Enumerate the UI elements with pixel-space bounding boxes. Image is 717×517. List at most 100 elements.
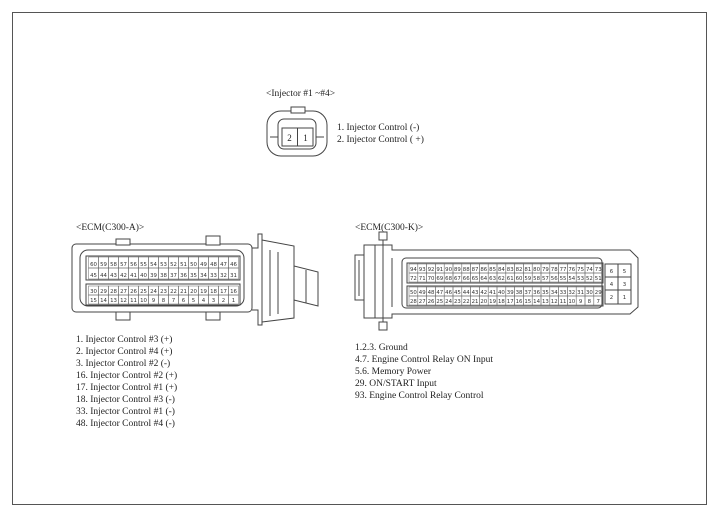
ecm-k-pin-number: 11 [560, 299, 567, 305]
ecm-a-pin-number: 33 [210, 273, 217, 279]
ecm-a-pin-number: 51 [180, 262, 187, 268]
ecm-k-pin-number: 21 [472, 299, 479, 305]
ecm-k-pin-number: 75 [577, 267, 584, 273]
ecm-k-pin-number: 41 [489, 290, 496, 296]
ecm-k-pin-number: 55 [560, 276, 567, 282]
ecm-k-pin-number: 74 [586, 267, 593, 273]
ecm-k-pin-number: 43 [472, 290, 479, 296]
ecm-a-pin-desc-3: 3. Injector Control #2 (-) [76, 359, 171, 369]
ecm-a-pin-number: 14 [100, 298, 107, 304]
ecm-k-pin-number: 9 [579, 299, 583, 305]
ecm-k-pin-number: 54 [568, 276, 575, 282]
ecm-a-pin-number: 20 [190, 289, 197, 295]
ecm-k-pin-number: 47 [436, 290, 443, 296]
ecm-k-pin-number: 24 [445, 299, 452, 305]
ecm-k-pin-number: 82 [516, 267, 523, 273]
ecm-a-lower-pin-field [85, 283, 241, 306]
ecm-k-pin-number: 19 [489, 299, 496, 305]
ecm-a-pin-number: 26 [130, 289, 137, 295]
ecm-a-pin-number: 8 [162, 298, 166, 304]
ecm-a-pin-desc-6: 18. Injector Control #3 (-) [76, 395, 175, 405]
ecm-k-pin-number: 16 [516, 299, 523, 305]
ecm-a-pin-number: 22 [170, 289, 177, 295]
ecm-k-pin-number: 20 [480, 299, 487, 305]
ecm-a-pin-number: 54 [150, 262, 157, 268]
ecm-k-side-pin-number: 6 [610, 269, 614, 275]
ecm-a-pin-number: 42 [120, 273, 127, 279]
ecm-a-pin-number: 1 [232, 298, 235, 304]
ecm-k-pin-number: 79 [542, 267, 549, 273]
ecm-k-pin-desc-5: 93. Engine Control Relay Control [355, 391, 484, 401]
ecm-k-pin-number: 62 [498, 276, 505, 282]
ecm-k-pin-number: 27 [419, 299, 426, 305]
ecm-a-pin-number: 49 [200, 262, 207, 268]
ecm-a-pin-number: 47 [220, 262, 227, 268]
ecm-k-pin-number: 52 [586, 276, 593, 282]
ecm-k-pin-number: 58 [533, 276, 540, 282]
ecm-a-connector-title: <ECM(C300-A)> [76, 223, 145, 233]
ecm-a-pin-number: 35 [190, 273, 197, 279]
ecm-k-pin-number: 34 [551, 290, 558, 296]
ecm-a-pin-number: 46 [230, 262, 237, 268]
ecm-a-pin-number: 4 [202, 298, 206, 304]
ecm-a-pin-desc-8: 48. Injector Control #4 (-) [76, 419, 175, 429]
ecm-k-pin-number: 40 [498, 290, 505, 296]
ecm-a-pin-number: 3 [212, 298, 215, 304]
ecm-k-pin-cell [593, 272, 603, 283]
ecm-k-pin-number: 12 [551, 299, 558, 305]
ecm-k-pin-number: 29 [595, 290, 602, 296]
ecm-k-pin-number: 23 [454, 299, 461, 305]
ecm-k-pin-number: 32 [568, 290, 575, 296]
ecm-k-pin-number: 17 [507, 299, 514, 305]
ecm-a-pin-number: 23 [160, 289, 167, 295]
ecm-k-pin-number: 36 [533, 290, 540, 296]
ecm-k-pin-number: 81 [524, 267, 531, 273]
ecm-k-pin-number: 87 [472, 267, 479, 273]
ecm-k-pin-number: 7 [596, 299, 599, 305]
ecm-a-pin-number: 39 [150, 273, 157, 279]
injector-lock-tab [290, 106, 306, 114]
ecm-k-connector-title: <ECM(C300-K)> [355, 223, 424, 233]
ecm-a-pin-number: 12 [120, 298, 127, 304]
ecm-k-pin-number: 8 [588, 299, 592, 305]
ecm-k-pin-desc-2: 4.7. Engine Control Relay ON Input [355, 355, 493, 365]
ecm-k-pin-number: 69 [436, 276, 443, 282]
ecm-a-pin-number: 50 [190, 262, 197, 268]
ecm-k-pin-number: 15 [524, 299, 531, 305]
ecm-a-pin-number: 15 [90, 298, 97, 304]
ecm-k-pin-number: 45 [454, 290, 461, 296]
ecm-a-housing [71, 243, 253, 313]
injector-pin-desc-2: 2. Injector Control ( +) [337, 135, 424, 145]
ecm-a-upper-pin-field [85, 255, 241, 281]
ecm-k-pin-number: 26 [428, 299, 435, 305]
ecm-k-pin-number: 53 [577, 276, 584, 282]
ecm-a-pin-number: 21 [180, 289, 187, 295]
ecm-k-side-pin-number: 5 [623, 269, 626, 275]
ecm-a-pin-number: 9 [152, 298, 156, 304]
injector-pin-2-label: 2 [287, 133, 292, 143]
ecm-a-pin-number: 11 [130, 298, 137, 304]
ecm-k-pin-number: 60 [516, 276, 523, 282]
page-frame [12, 12, 707, 505]
ecm-a-pin-number: 30 [90, 289, 97, 295]
ecm-k-pin-number: 42 [480, 290, 487, 296]
ecm-k-pin-number: 76 [568, 267, 575, 273]
injector-connector-drawing: 2 1 [266, 106, 328, 157]
ecm-a-pin-number: 5 [192, 298, 195, 304]
ecm-k-pin-number: 22 [463, 299, 470, 305]
ecm-a-pin-number: 41 [130, 273, 137, 279]
ecm-a-pin-number: 10 [140, 298, 147, 304]
ecm-k-pin-number: 37 [524, 290, 531, 296]
ecm-k-pin-number: 77 [560, 267, 567, 273]
ecm-a-pin-number: 24 [150, 289, 157, 295]
ecm-k-pin-number: 13 [542, 299, 549, 305]
ecm-k-pin-desc-1: 1.2.3. Ground [355, 343, 408, 353]
ecm-k-pin-number: 94 [410, 267, 417, 273]
ecm-k-pin-number: 80 [533, 267, 540, 273]
ecm-a-pin-desc-7: 33. Injector Control #1 (-) [76, 407, 175, 417]
ecm-a-pin-number: 28 [110, 289, 117, 295]
